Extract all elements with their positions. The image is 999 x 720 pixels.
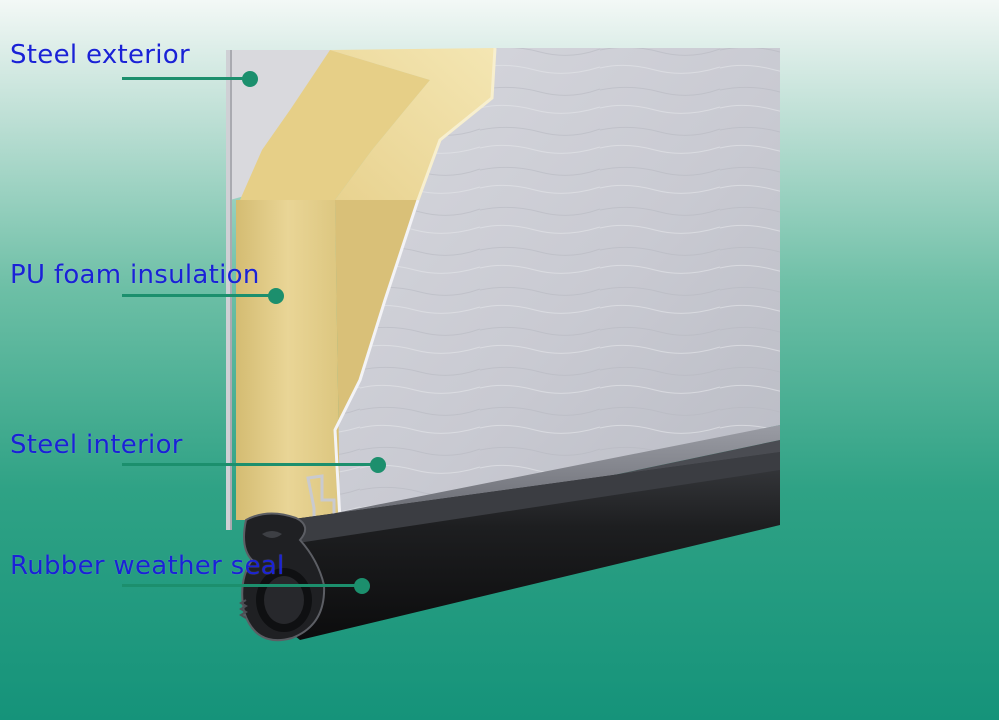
- marker-rubber-seal: [354, 578, 370, 594]
- label-steel-exterior: Steel exterior: [10, 40, 191, 70]
- leader-steel-exterior: [122, 77, 250, 80]
- leader-pu-foam: [122, 294, 276, 297]
- marker-pu-foam: [268, 288, 284, 304]
- leader-steel-interior: [122, 463, 378, 466]
- marker-steel-exterior: [242, 71, 258, 87]
- pu-foam-core: [236, 47, 497, 521]
- marker-steel-interior: [370, 457, 386, 473]
- leader-rubber-seal: [122, 584, 362, 587]
- label-steel-interior: Steel interior: [10, 430, 183, 460]
- rubber-seal: [239, 452, 780, 642]
- label-pu-foam-insulation: PU foam insulation: [10, 260, 260, 290]
- label-rubber-weather-seal: Rubber weather seal: [10, 551, 285, 581]
- steel-interior-skin: [335, 48, 780, 520]
- steel-exterior-skin: [226, 50, 465, 530]
